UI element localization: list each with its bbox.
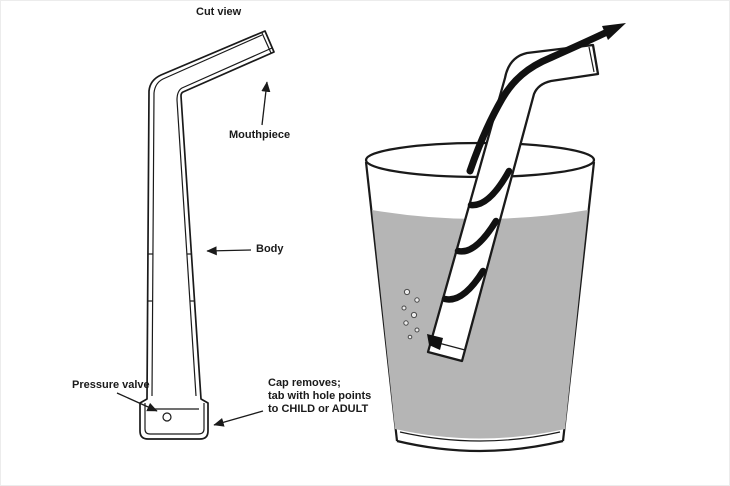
straw-in-glass-body (426, 43, 600, 363)
pressure-valve-arrow (116, 392, 158, 412)
mouthpiece-arrow (261, 81, 271, 126)
liquid (372, 210, 588, 439)
cap-note-label: Cap removes; tab with hole points to CHI… (268, 377, 371, 416)
straw-in-glass (426, 23, 626, 363)
body-arrow (206, 246, 252, 256)
straw-in-glass-tip-line (588, 46, 595, 73)
mouthpiece-label: Mouthpiece (229, 129, 291, 141)
body-label: Body (256, 243, 284, 255)
cap-note-line-2: tab with hole points (268, 390, 372, 402)
straw-inner-wall-left (151, 34, 263, 397)
cap-note-line-3: to CHILD or ADULT (268, 403, 369, 415)
cap-arrow (213, 410, 264, 427)
airflow-arrowhead (602, 23, 626, 40)
glass-bottom (396, 439, 564, 453)
bubbles (401, 288, 420, 340)
cap-note-line-1: Cap removes; (268, 377, 341, 389)
cut-view-straw (139, 30, 275, 440)
pressure-valve-hole (162, 412, 172, 422)
cap-tab (427, 334, 443, 350)
label-arrows (116, 81, 271, 427)
mouthpiece-rim-line (261, 32, 272, 54)
straw-outer-shell (139, 30, 275, 440)
airflow-arrow (466, 23, 626, 175)
body-segment-ticks (147, 253, 194, 302)
straw-inner-wall-right (176, 47, 273, 397)
cut-view-title: Cut view (196, 6, 242, 18)
glass-base-line (399, 431, 561, 442)
straw-stripes (441, 167, 513, 303)
pressure-valve-label: Pressure valve (72, 379, 150, 391)
